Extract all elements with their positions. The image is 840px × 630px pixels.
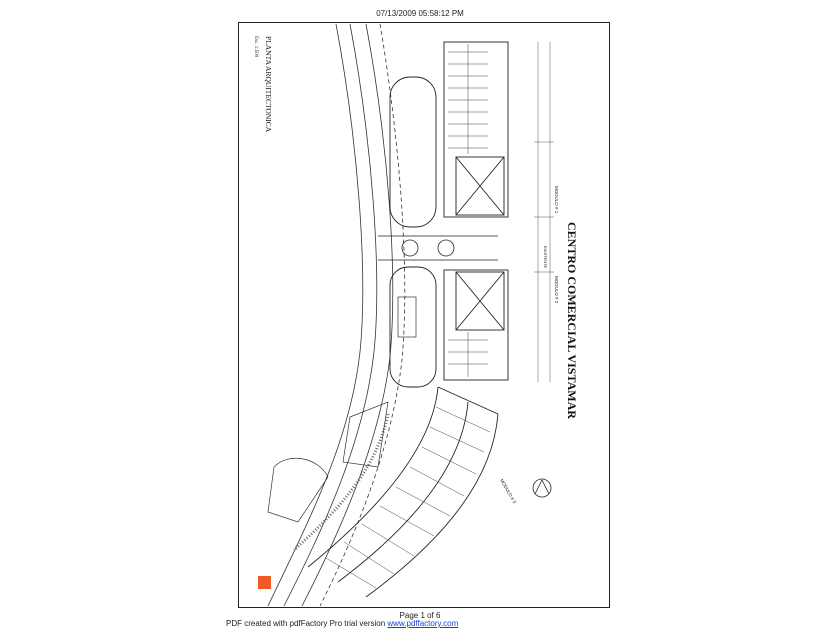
- parking-islands: [267, 296, 417, 523]
- module-3-label: MODULO # 3: [499, 478, 517, 505]
- module-2-label: MODULO # 2: [554, 276, 559, 304]
- dimension-lines: [534, 42, 554, 382]
- plan-sheet: CENTRO COMERCIAL VISTAMAR PLANTA ARQUITE…: [238, 22, 610, 608]
- shop-grid-1: [448, 44, 488, 154]
- stamp-icon: [258, 576, 271, 589]
- drawing-title: CENTRO COMERCIAL VISTAMAR: [565, 222, 579, 419]
- shop-grid-2: [448, 332, 488, 377]
- entrance-label: EXISTENTE: [543, 246, 548, 269]
- plan-label: PLANTA ARQUITECTONICA: [264, 36, 273, 133]
- north-arrow-icon: [532, 478, 552, 498]
- module-1-label: MODULO # 1: [554, 186, 559, 214]
- print-timestamp: 07/13/2009 05:58:12 PM: [376, 9, 464, 18]
- sheet-border: [238, 22, 610, 608]
- scale-label: Esc. 1:500: [253, 36, 258, 58]
- building-block-3: [307, 386, 499, 598]
- page-indicator: Page 1 of 6: [399, 611, 441, 620]
- pdf-credit: PDF created with pdfFactory Pro trial ve…: [226, 619, 458, 628]
- shop-grid-3: [325, 406, 491, 589]
- building-block-2: [389, 266, 509, 388]
- architectural-plan-drawing: CENTRO COMERCIAL VISTAMAR PLANTA ARQUITE…: [238, 22, 610, 608]
- building-block-1: [389, 41, 509, 228]
- entrance-plaza: [378, 235, 498, 261]
- walkway-hatch: [293, 413, 390, 552]
- pdffactory-link[interactable]: www.pdffactory.com: [387, 619, 459, 628]
- credit-text: PDF created with pdfFactory Pro trial ve…: [226, 619, 388, 628]
